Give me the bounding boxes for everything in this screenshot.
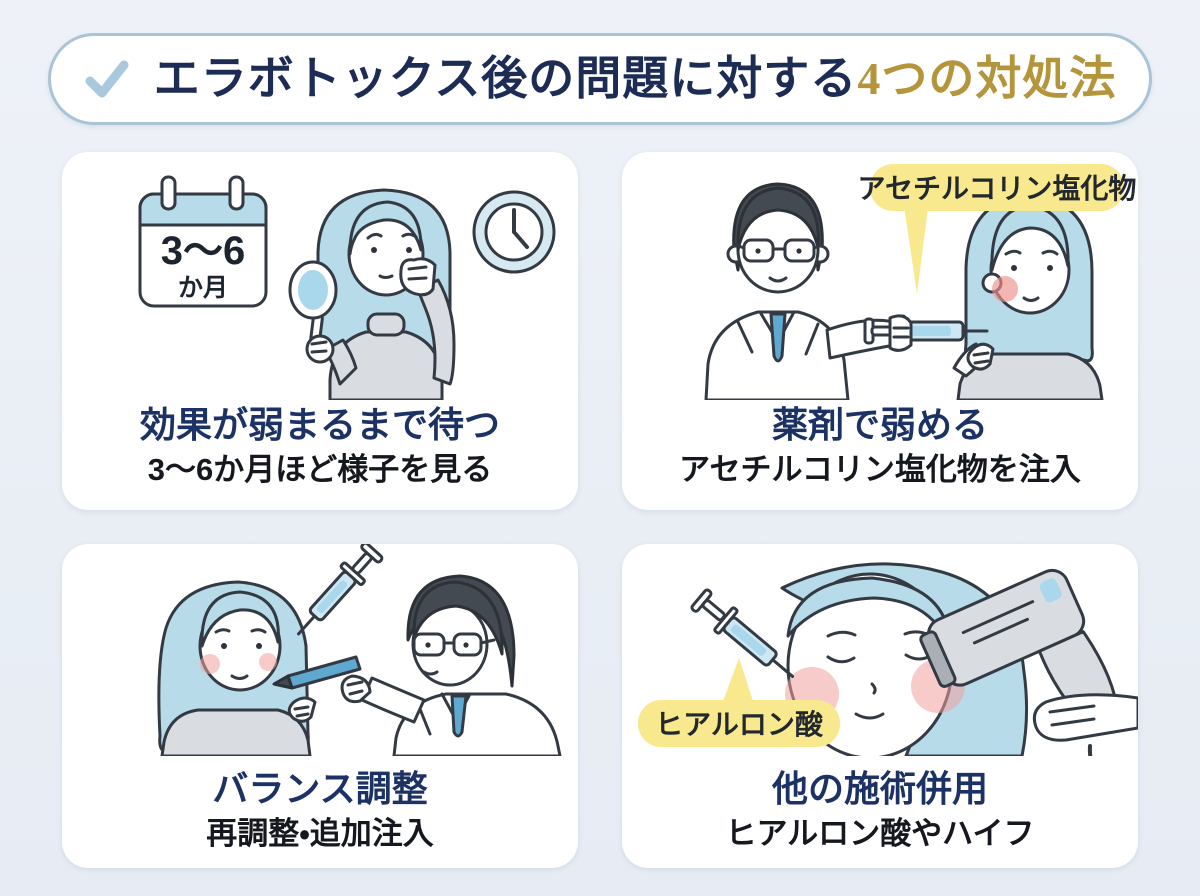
- holding-hand: [1032, 693, 1138, 742]
- card-title: 効果が弱まるまで待つ: [139, 404, 500, 445]
- card-subtitle: 再調整・追加注入: [206, 816, 434, 851]
- card-wait: 3〜6 か月: [62, 152, 578, 510]
- syringe-icon: [690, 588, 795, 678]
- card-title: バランス調整: [212, 768, 428, 809]
- glasses-icon: [412, 632, 496, 657]
- label-bubble: ヒアルロン酸: [638, 658, 840, 747]
- calendar-range-text: 3〜6: [161, 229, 246, 273]
- page-title: エラボトックス後の問題に対する4つの対処法: [154, 56, 1117, 102]
- card-medicine: アセチルコリン塩化物 薬剤で弱める アセチルコリン塩化物を注入: [622, 152, 1138, 510]
- doctor-arm: [360, 676, 426, 724]
- card-subtitle: 3〜6か月ほど様子を見る: [147, 452, 493, 487]
- card-other-treatments: ヒアルロン酸 他の施術併用 ヒアルロン酸やハイフ: [622, 544, 1138, 868]
- card-balance: バランス調整 再調整・追加注入: [62, 544, 578, 868]
- woman-with-mirror: [288, 188, 456, 400]
- patient-figure: [157, 580, 312, 756]
- card-title: 薬剤で弱める: [771, 404, 988, 445]
- doctor-hand-on-syringe: [888, 314, 913, 352]
- illustration-woman-waiting: 3〜6 か月: [138, 175, 556, 400]
- illustration-other-treatments: ヒアルロン酸: [638, 562, 1138, 756]
- card-title: 他の施術併用: [771, 768, 988, 809]
- illustration-doctor-injection: アセチルコリン塩化物: [704, 164, 1137, 400]
- check-icon: [85, 60, 129, 98]
- cards-grid: 3〜6 か月: [62, 152, 1138, 868]
- glasses-icon: [734, 238, 824, 263]
- syringe-icon: [297, 544, 384, 636]
- doctor-figure: [704, 182, 850, 400]
- marking-pen-icon: [272, 655, 362, 690]
- doctor-figure: [392, 574, 562, 756]
- page-title-accent: 4つの対処法: [857, 53, 1117, 104]
- doctor-hand-chin: [287, 696, 317, 723]
- bubble-label-text: アセチルコリン塩化物: [858, 173, 1137, 204]
- header-banner: エラボトックス後の問題に対する4つの対処法: [48, 33, 1152, 125]
- calendar-unit-text: か月: [178, 274, 228, 302]
- illustration-balance-adjustment: [157, 544, 562, 756]
- bubble-label-text: ヒアルロン酸: [655, 709, 824, 740]
- patient-figure: [956, 194, 1104, 400]
- clock-icon: [472, 190, 556, 274]
- card-subtitle: ヒアルロン酸やハイフ: [725, 816, 1035, 851]
- calendar-icon: 3〜6 か月: [138, 175, 268, 308]
- card-subtitle: アセチルコリン塩化物を注入: [679, 452, 1081, 487]
- label-bubble: アセチルコリン塩化物: [858, 164, 1137, 294]
- page-title-main: エラボトックス後の問題に対する: [153, 53, 858, 104]
